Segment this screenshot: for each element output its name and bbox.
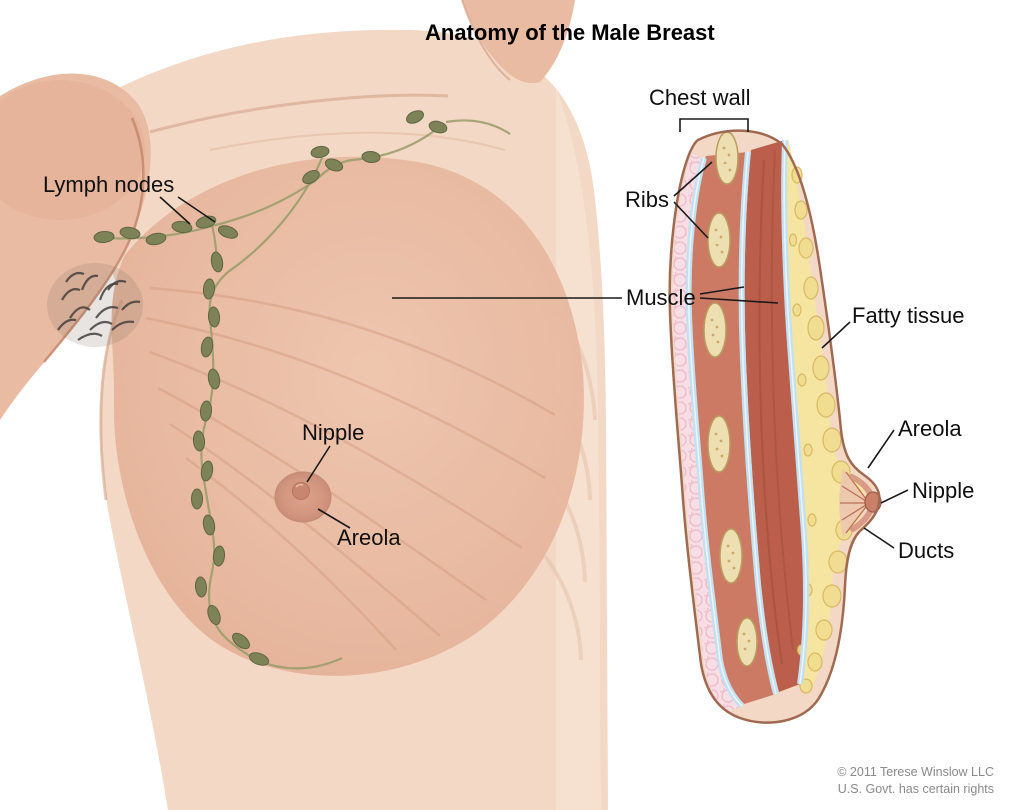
- collarbone-line: [149, 93, 449, 134]
- fascia-lines: [685, 139, 810, 709]
- label-nipple-left: Nipple: [302, 420, 365, 445]
- pectoral-muscle-layer: [744, 140, 807, 692]
- ribs-group: [703, 131, 758, 667]
- label-lymph-nodes: Lymph nodes: [43, 172, 175, 197]
- label-muscle: Muscle: [626, 285, 696, 310]
- credit-line-1: © 2011 Terese Winslow LLC: [837, 765, 994, 779]
- label-nipple-right: Nipple: [912, 478, 975, 503]
- pectoral-muscle: [111, 156, 584, 676]
- chest-wall-bracket: [679, 118, 749, 132]
- label-chest-wall: Chest wall: [649, 85, 751, 110]
- leader-lines: [159, 118, 909, 549]
- lymph-node-chain: [93, 110, 448, 666]
- figure-title: Anatomy of the Male Breast: [425, 20, 715, 45]
- arm: [0, 73, 151, 420]
- label-ducts: Ducts: [898, 538, 955, 563]
- subcutaneous-lace-band: [672, 154, 742, 712]
- label-areola-right: Areola: [898, 416, 962, 441]
- neck: [462, 0, 575, 84]
- label-fatty-tissue: Fatty tissue: [852, 303, 965, 328]
- copyright-credit: © 2011 Terese Winslow LLC U.S. Govt. has…: [837, 764, 994, 798]
- section-nipple-ducts: [839, 468, 882, 538]
- label-areola-left: Areola: [337, 525, 401, 550]
- label-ribs: Ribs: [625, 187, 670, 212]
- nipple-areola: [274, 471, 332, 523]
- axillary-hair: [47, 263, 143, 347]
- male-torso-figure: [0, 0, 608, 810]
- credit-line-2: U.S. Govt. has certain rights: [837, 781, 994, 796]
- cross-section-figure: [668, 129, 882, 724]
